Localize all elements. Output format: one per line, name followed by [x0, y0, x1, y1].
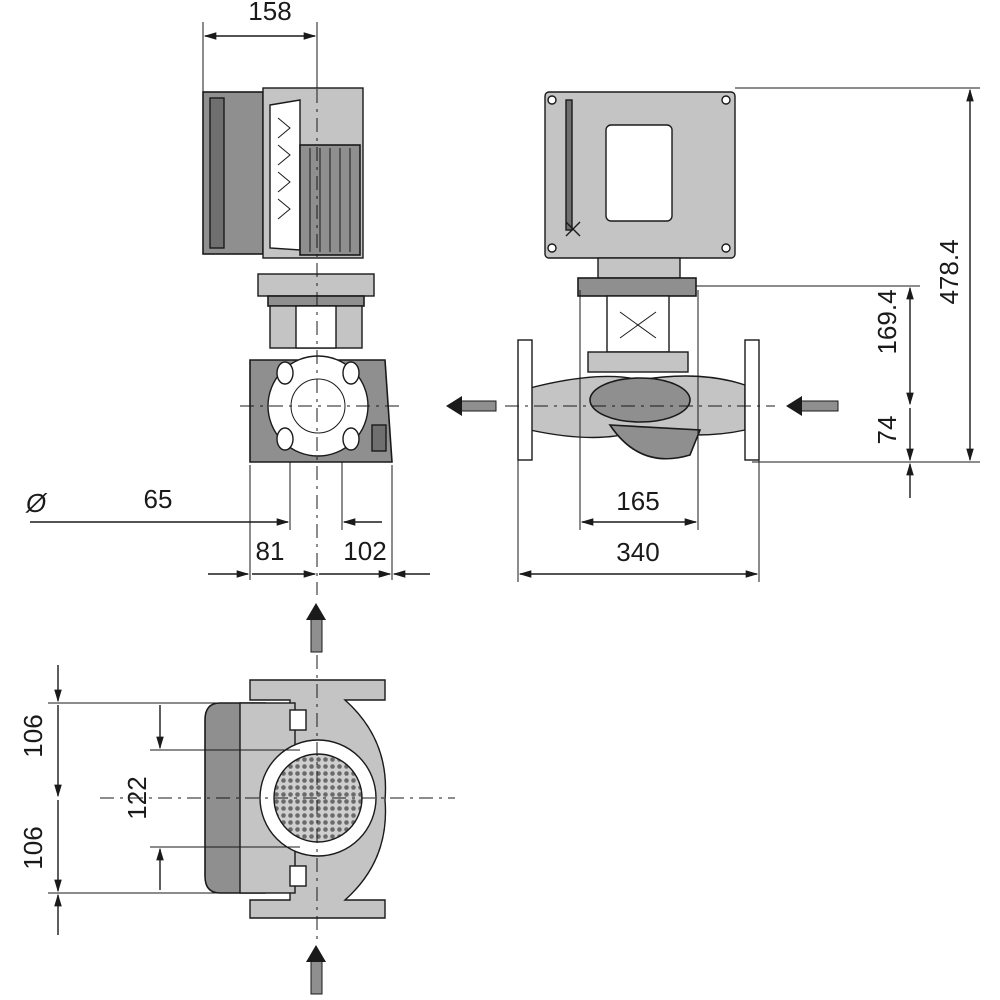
- dim-65-label: 65: [144, 484, 173, 514]
- dim-158-label: 158: [248, 0, 291, 26]
- top-inlet-arrow-icon: [306, 603, 326, 653]
- dim-169-label: 169.4: [872, 289, 902, 354]
- dim-phi-symbol: Ø: [25, 488, 48, 518]
- bottom-inlet-arrow-icon: [306, 945, 326, 995]
- logo-x-icon: [565, 221, 581, 237]
- side-view: 158 Ø 65 81 102: [25, 0, 430, 595]
- plan-view: 106 106 122: [18, 603, 455, 995]
- front-view: 165 340 478.4 169.4 74: [446, 87, 980, 582]
- dim-122-label: 122: [122, 776, 152, 819]
- motor-side: [202, 87, 364, 259]
- inlet-arrow-icon: [786, 396, 839, 416]
- dim-81-label: 81: [256, 536, 285, 566]
- dim-102-label: 102: [343, 536, 386, 566]
- dim-74-label: 74: [872, 416, 902, 445]
- dim-340-label: 340: [616, 537, 659, 567]
- dim-106-top-label: 106: [18, 714, 48, 757]
- dim-165-label: 165: [616, 486, 659, 516]
- dim-478-label: 478.4: [934, 239, 964, 304]
- dim-106-bottom-label: 106: [18, 826, 48, 869]
- outlet-arrow-icon: [446, 396, 497, 416]
